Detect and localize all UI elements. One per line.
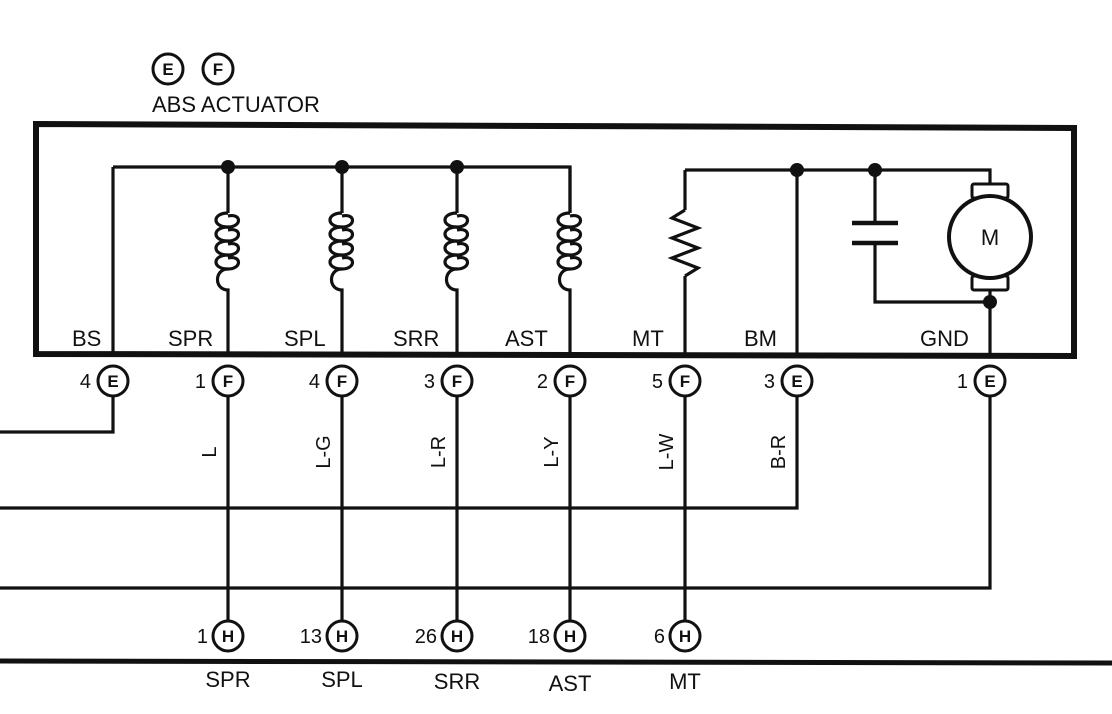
harness-wire-bm [0,396,799,510]
lower-connector-srr: 26 H SRR [415,619,480,694]
capacitor-bottom-lead [873,243,990,304]
wire-color-label-bm: B-R [768,435,790,469]
lower-label-spl: SPL [321,667,363,692]
lower-pin-number-ast: 18 [528,626,550,648]
lower-connector-letter-ast: H [564,627,576,646]
lower-connector-letter-spl: H [336,627,348,646]
terminal-label-spl: SPL [284,326,326,351]
terminal-pin-number-spr: 1 [195,371,206,393]
wire-color-label-mt: L-W [656,434,678,471]
wire-color-label-spl: L-G [313,435,335,468]
lower-pin-number-mt: 6 [654,626,665,648]
terminal-pin-number-srr: 3 [424,371,435,393]
bottom-bus-line [0,658,1112,666]
harness-wire-bs [0,396,115,434]
terminal-pin-number-gnd: 1 [957,371,968,393]
connector-letter-gnd: E [984,372,995,391]
svg-text:E: E [162,60,173,79]
lower-pin-number-srr: 26 [415,626,437,648]
lower-connector-badge-srr [440,619,474,653]
lower-connector-letter-srr: H [451,627,463,646]
lower-connector-letter-mt: H [679,627,691,646]
connector-letter-srr: F [452,372,462,391]
terminal-label-gnd: GND [920,326,969,351]
solenoid-coil-4 [556,167,583,356]
terminal-label-bs: BS [72,326,101,351]
solenoid-coil-3 [443,167,470,356]
solenoid-coil-2 [328,167,355,356]
wire-color-label-spr: L [199,446,221,457]
connector-letter-bs: E [107,372,118,391]
solenoid-coils [214,167,583,356]
terminal-pin-number-bm: 3 [764,371,775,393]
motor-common-bus [685,168,992,186]
svg-text:M: M [981,225,999,250]
lower-connector-badge-ast [553,619,587,653]
connector-letter-spl: F [337,372,347,391]
motor-symbol: M [947,182,1033,292]
wire-color-label-srr: L-R [428,436,450,468]
lower-label-ast: AST [549,671,592,696]
terminal-label-srr: SRR [393,326,439,351]
lower-pin-number-spr: 1 [197,626,208,648]
lower-connector-badge-mt [668,619,702,653]
lower-connector-ast: 18 H AST [528,619,592,696]
lower-connector-badge-spl [325,619,359,653]
harness-wire-gnd [0,396,992,590]
connector-letter-mt: F [680,372,690,391]
terminal-label-spr: SPR [168,326,213,351]
component-title: ABS ACTUATOR [152,92,320,117]
terminal-label-mt: MT [632,326,664,351]
actuator-housing [33,120,1077,360]
connector-letter-ast: F [565,372,575,391]
terminal-label-bm: BM [744,326,777,351]
header-connector-f-badge: F [201,52,235,86]
connector-letter-bm: E [791,372,802,391]
motor-ground-junction [983,295,997,309]
wire-color-label-ast: L-Y [541,436,563,467]
lower-pin-number-spl: 13 [300,626,322,648]
lower-connector-letter-spr: H [222,627,234,646]
lower-label-mt: MT [669,669,701,694]
solenoid-coil-1 [214,167,241,356]
lower-connector-badge-spr [211,619,245,653]
resistor [667,208,703,278]
terminal-pin-number-bs: 4 [80,371,91,393]
terminal-pin-number-spl: 4 [309,371,320,393]
connector-letter-spr: F [223,372,233,391]
lower-label-spr: SPR [205,667,250,692]
wire-harness: L L-G L-R L-Y L-W B-R [0,396,992,622]
lower-connector-spl: 13 H SPL [300,619,363,692]
header-connector-e-badge: E [151,52,185,86]
terminal-pin-number-ast: 2 [537,371,548,393]
terminal-pin-number-mt: 5 [652,371,663,393]
lower-label-srr: SRR [434,669,480,694]
svg-text:F: F [213,60,223,79]
terminal-label-ast: AST [505,326,548,351]
